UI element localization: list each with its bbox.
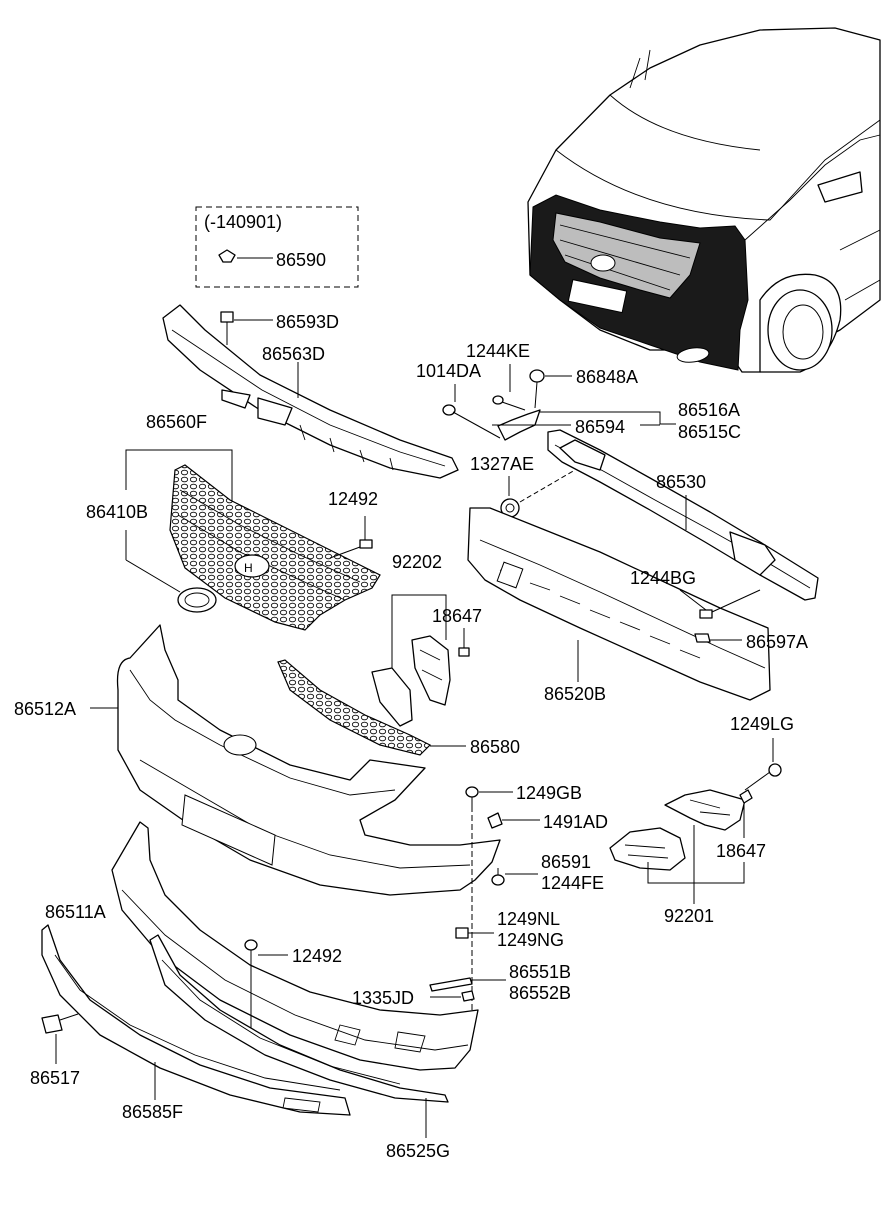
screw-18647-right-icon [739,789,753,838]
supersession-label: (-140901) [204,212,282,232]
cap-86517-icon [41,1013,79,1064]
part-label-86848A: 86848A [576,367,638,387]
part-label-1335JD: 1335JD [352,988,414,1008]
skid-plate-86585F [41,924,351,1116]
part-label-1327AE: 1327AE [470,454,534,474]
part-label-86597A: 86597A [746,632,808,652]
screw-12492-lower-icon [244,939,288,1040]
part-label-86594: 86594 [575,417,625,437]
energy-absorber-86520B [467,507,771,701]
upper-rail-86563D [162,304,459,479]
part-label-86585F: 86585F [122,1102,183,1122]
part-label-1491AD: 1491AD [543,812,608,832]
part-label-86525G: 86525G [386,1141,450,1161]
part-label-86552B: 86552B [509,983,571,1003]
part-label-1249GB: 1249GB [516,783,582,803]
emblem-86410B [177,587,217,613]
lower-grille-86580 [277,659,432,756]
part-label-92201: 92201 [664,906,714,926]
screw-1249GB-icon [465,786,513,808]
lower-bumper-86511A [111,821,479,1071]
fog-lamp-92201 [609,827,686,871]
part-label-86512A: 86512A [14,699,76,719]
nut-1491AD-icon [487,812,540,829]
screw-12492-upper-icon [329,516,373,559]
screw-86591-icon [491,868,538,886]
part-label-86560F: 86560F [146,412,207,432]
part-label-86511A: 86511A [45,902,106,922]
part-label-1249NL: 1249NL [497,909,560,929]
part-label-86593D: 86593D [276,312,339,332]
part-label-18647-right: 18647 [716,841,766,861]
part-label-86551B: 86551B [509,962,571,982]
part-label-18647-left: 18647 [432,606,482,626]
vehicle-illustration [527,27,881,373]
part-label-12492-lower: 12492 [292,946,342,966]
back-beam-86530 [547,429,819,601]
part-label-86516A: 86516A [678,400,740,420]
fog-lamp-92202 [371,635,451,727]
screw-18647-left-icon [458,647,470,657]
part-label-86410B: 86410B [86,502,148,522]
bumper-cover-86512A [116,624,501,896]
part-label-86590: 86590 [276,250,326,270]
bolt-1244KE-icon [492,395,526,411]
part-label-1014DA: 1014DA [416,361,481,381]
part-label-86530: 86530 [656,472,706,492]
part-label-1249NG: 1249NG [497,930,564,950]
lip-spoiler-86525G [149,934,449,1103]
svg-text:H: H [244,561,253,575]
part-label-1244FE: 1244FE [541,873,604,893]
bolt-1244BG-icon [679,589,761,619]
part-label-1244BG: 1244BG [630,568,696,588]
clip-86590-icon [218,249,273,263]
clip-1335JD-icon [430,990,475,1002]
screw-1249LG-icon [744,763,782,791]
screw-1249NL-icon [455,927,494,939]
part-label-92202: 92202 [392,552,442,572]
part-label-86520B: 86520B [544,684,606,704]
part-label-1249LG: 1249LG [730,714,794,734]
reflector-86551B-icon [429,977,506,992]
part-label-86580: 86580 [470,737,520,757]
fog-lamp-bracket-92201 [664,789,746,831]
clip-86597A-icon [694,633,742,643]
part-label-1244KE: 1244KE [466,341,530,361]
bolt-1014DA-icon [442,404,501,439]
radiator-grille-86560F: H [169,464,381,631]
part-label-86515C: 86515C [678,422,741,442]
supersession-box [195,206,359,288]
clip-86593D-icon [220,311,273,345]
part-label-12492-upper: 12492 [328,489,378,509]
bumper-stopper-1327AE-icon [500,498,520,518]
nut-86848A-icon [529,369,545,409]
part-label-86517: 86517 [30,1068,80,1088]
part-label-86591: 86591 [541,852,591,872]
part-label-86563D: 86563D [262,344,325,364]
